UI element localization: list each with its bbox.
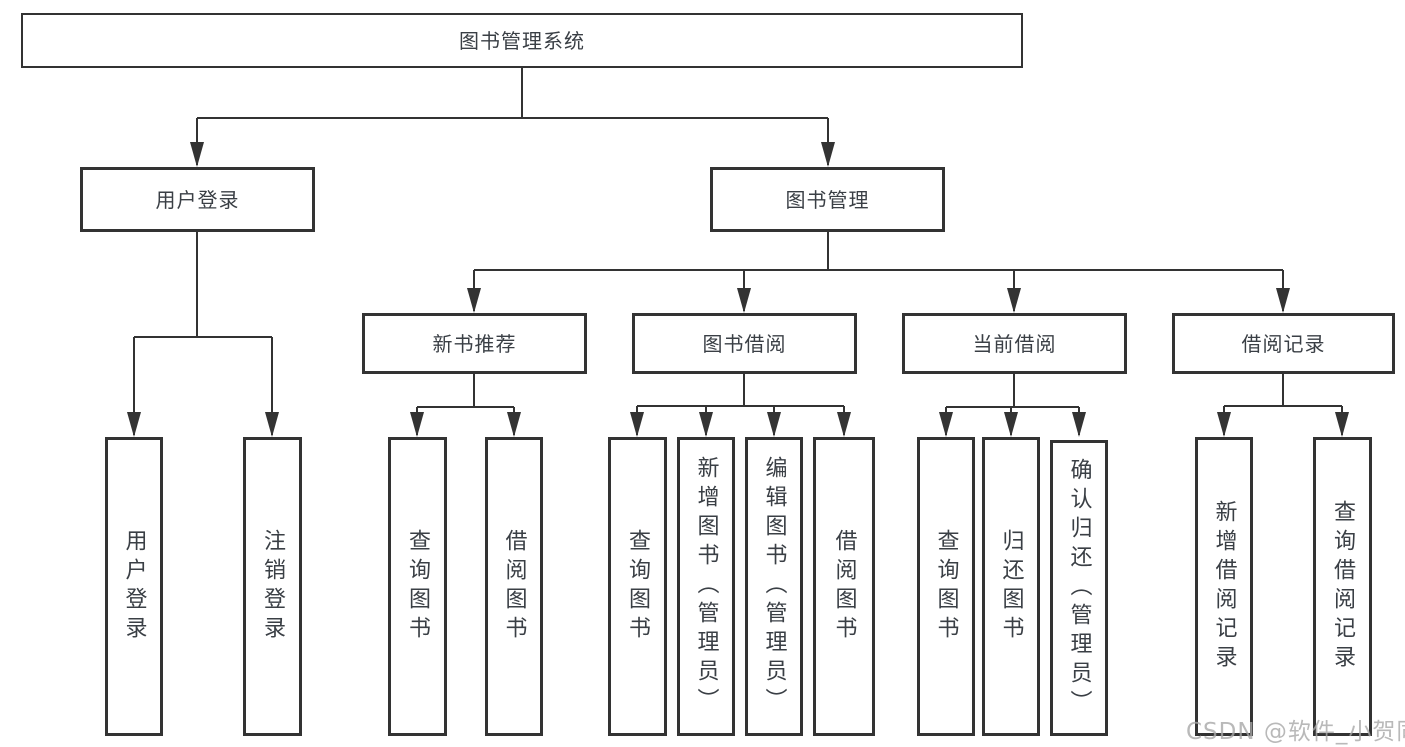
node-root-system: 图书管理系统 [21,13,1023,68]
node-book-borrow: 图书借阅 [632,313,857,374]
node-borrow-records: 借阅记录 [1172,313,1395,374]
node-user-login-group-label: 用户登录 [155,187,240,212]
arrow-bookborrow-leaf2 [699,412,713,437]
arrow-to-currentborrow [1007,288,1021,313]
leaf-newbook-search-book-label: 查询图书 [405,528,431,645]
node-user-login-group: 用户登录 [80,167,315,232]
leaf-logout: 注销登录 [243,437,302,736]
leaf-user-login: 用户登录 [105,437,163,736]
arrow-borrowrecord-leaf2 [1335,412,1349,437]
arrow-newbook-leaf2 [507,412,521,437]
arrow-newbook-leaf1 [410,412,424,437]
arrow-bookborrow-leaf4 [837,412,851,437]
arrow-to-newbook [467,288,481,313]
arrow-userlogin-leaf1 [127,412,141,437]
csdn-watermark: CSDN @软件_小贺同学 [1186,719,1405,745]
leaf-logout-label: 注销登录 [260,528,286,645]
leaf-search-borrow-record-label: 查询借阅记录 [1330,499,1356,674]
node-current-borrow: 当前借阅 [902,313,1127,374]
leaf-borrow-search-book: 查询图书 [608,437,667,736]
leaf-edit-book-admin-label: 编辑图书（管理员） [761,456,787,717]
arrow-userlogin-leaf2 [265,412,279,437]
leaf-return-book-label: 归还图书 [998,528,1024,645]
leaf-confirm-return-admin: 确认归还（管理员） [1050,440,1108,736]
arrow-to-borrowrecord [1276,288,1290,313]
leaf-return-book: 归还图书 [982,437,1040,736]
leaf-edit-book-admin: 编辑图书（管理员） [745,437,803,736]
node-book-borrow-label: 图书借阅 [702,331,787,356]
arrow-currentborrow-leaf3 [1072,412,1086,437]
arrowheads [127,142,1349,437]
arrow-to-bookborrow [737,288,751,313]
leaf-confirm-return-admin-label: 确认归还（管理员） [1066,457,1092,719]
arrow-currentborrow-leaf1 [939,412,953,437]
leaf-current-search-book: 查询图书 [917,437,975,736]
leaf-borrow-borrow-book: 借阅图书 [813,437,875,736]
node-root-label: 图书管理系统 [459,28,585,53]
arrow-bookborrow-leaf1 [630,412,644,437]
arrow-currentborrow-leaf2 [1004,412,1018,437]
arrow-to-user-login [190,142,204,167]
node-new-book-recommend: 新书推荐 [362,313,587,374]
connector-strokes [133,68,1343,435]
arrow-to-book-mgmt [821,142,835,167]
leaf-add-book-admin: 新增图书（管理员） [677,437,735,736]
node-current-borrow-label: 当前借阅 [972,331,1057,356]
leaf-add-borrow-record: 新增借阅记录 [1195,437,1253,736]
leaf-current-search-book-label: 查询图书 [933,528,959,645]
node-new-book-recommend-label: 新书推荐 [432,331,517,356]
leaf-search-borrow-record: 查询借阅记录 [1313,437,1372,736]
leaf-borrow-borrow-book-label: 借阅图书 [831,528,857,645]
node-borrow-records-label: 借阅记录 [1241,331,1326,356]
leaf-borrow-search-book-label: 查询图书 [625,528,651,645]
leaf-newbook-borrow-book-label: 借阅图书 [501,528,527,645]
leaf-add-borrow-record-label: 新增借阅记录 [1211,499,1237,674]
arrow-borrowrecord-leaf1 [1217,412,1231,437]
leaf-newbook-search-book: 查询图书 [388,437,447,736]
leaf-user-login-label: 用户登录 [121,528,147,645]
node-book-management: 图书管理 [710,167,945,232]
node-book-management-label: 图书管理 [785,187,870,212]
leaf-newbook-borrow-book: 借阅图书 [485,437,543,736]
leaf-add-book-admin-label: 新增图书（管理员） [693,456,719,717]
arrow-bookborrow-leaf3 [767,412,781,437]
